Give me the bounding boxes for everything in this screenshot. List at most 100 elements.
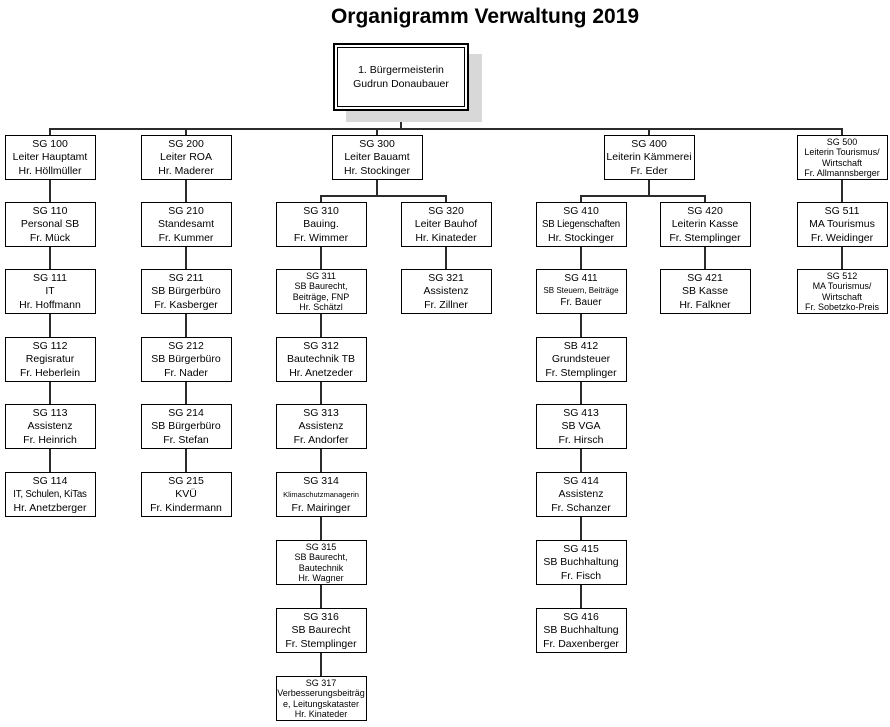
- org-node-person: Hr. Höllmüller: [18, 164, 82, 177]
- org-node-person: Fr. Allmannsberger: [804, 167, 880, 178]
- org-node-person: Fr. Stemplinger: [669, 231, 741, 244]
- org-node-code: SG 315: [305, 542, 337, 552]
- connector-line: [841, 128, 843, 135]
- org-node-code: SG 111: [32, 272, 68, 284]
- connector-line: [185, 247, 187, 269]
- connector-line: [49, 314, 51, 337]
- org-node-role: Leiterin Kämmerei: [606, 151, 692, 164]
- connector-line: [580, 247, 582, 269]
- org-node-person: Hr. Falkner: [679, 298, 731, 311]
- org-node-role: Leiterin Tourismus/ Wirtschaft: [804, 147, 880, 168]
- org-node-code: SG 311: [306, 271, 336, 281]
- org-node-role: Leiter ROA: [160, 151, 212, 164]
- connector-line: [320, 247, 322, 269]
- org-node-role: Assistenz: [558, 488, 604, 501]
- org-node-code: SG 313: [303, 407, 339, 419]
- connector-line: [648, 180, 650, 197]
- org-node-role: Klimaschutzmanagerin: [283, 490, 359, 500]
- org-node-person: Fr. Fisch: [560, 569, 602, 582]
- org-node-role: SB Buchhaltung: [543, 624, 619, 637]
- org-node-person: Hr. Hoffmann: [19, 298, 81, 311]
- connector-line: [376, 128, 378, 135]
- org-node-code: SG 113: [32, 407, 68, 419]
- org-node-person: Fr. Heberlein: [19, 366, 81, 379]
- org-node-code: SG 314: [303, 475, 339, 487]
- org-node-person: Fr. Weidinger: [810, 231, 874, 244]
- connector-line: [841, 247, 843, 269]
- org-node-role: Standesamt: [157, 218, 215, 231]
- connector-line: [320, 382, 322, 404]
- connector-line: [376, 195, 447, 197]
- chart-title: Organigramm Verwaltung 2019: [330, 5, 640, 28]
- org-node-role: SB Bürgerbüro: [151, 353, 221, 366]
- connector-line: [400, 128, 843, 130]
- org-node-role: SB Steuern, Beiträge: [543, 286, 619, 296]
- org-node-code: SG 414: [563, 475, 599, 487]
- org-node-person: Fr. Schanzer: [551, 501, 611, 514]
- org-node-code: SG 300: [359, 138, 395, 150]
- org-node-code: SG 310: [303, 205, 339, 217]
- root-title-line: 1. Bürgermeisterin: [358, 64, 444, 76]
- org-node-person: Fr. Wimmer: [293, 231, 349, 244]
- org-node-person: Fr. Stemplinger: [545, 366, 617, 379]
- connector-line: [185, 382, 187, 404]
- org-node-role: Assistenz: [298, 420, 344, 433]
- root-person-line: Gudrun Donaubauer: [353, 78, 449, 90]
- org-node-person: Hr. Stockinger: [344, 164, 410, 177]
- org-node-code: SG 400: [631, 138, 667, 150]
- connector-line: [185, 128, 402, 130]
- org-node-code: SG 421: [687, 272, 723, 284]
- connector-line: [704, 195, 706, 202]
- org-node-code: SG 410: [563, 205, 599, 217]
- connector-line: [376, 128, 402, 130]
- org-node-code: SG 511: [824, 205, 860, 217]
- org-node-role: SB Liegenschaften: [542, 219, 620, 231]
- org-node-role: Bautechnik TB: [286, 353, 356, 366]
- org-node-role: Leiter Bauamt: [344, 151, 410, 164]
- org-node-code: SG 211: [168, 272, 204, 284]
- org-node-code: SG 413: [563, 407, 599, 419]
- org-node-person: Fr. Nader: [164, 366, 208, 379]
- org-node-code: SG 411: [564, 273, 598, 284]
- connector-line: [320, 517, 322, 540]
- org-node-code: SG 312: [303, 340, 339, 352]
- connector-line: [580, 195, 650, 197]
- org-node-person: Fr. Kummer: [158, 231, 214, 244]
- org-node-role: SB Bürgerbüro: [151, 420, 221, 433]
- org-node-buergermeisterin: 1. Bürgermeisterin Gudrun Donaubauer: [333, 43, 469, 111]
- org-node-role: Bauing.: [303, 218, 339, 231]
- org-node-code: SG 112: [32, 340, 68, 352]
- connector-line: [49, 382, 51, 404]
- org-node-person: Fr. Mück: [29, 231, 71, 244]
- connector-line: [580, 449, 582, 472]
- org-node-person: Fr. Stefan: [163, 433, 209, 446]
- org-node-role: IT, Schulen, KiTas: [13, 489, 87, 501]
- org-node-code: SG 214: [168, 407, 204, 419]
- org-node-role: SB Baurecht, Beiträge, FNP: [292, 281, 350, 302]
- org-node-role: Leiter Hauptamt: [12, 151, 88, 164]
- org-node-code: SG 317: [305, 678, 337, 688]
- connector-line: [320, 449, 322, 472]
- org-node-person: Fr. Stemplinger: [285, 637, 357, 650]
- org-node-code: SG 200: [168, 138, 204, 150]
- connector-line: [704, 247, 706, 269]
